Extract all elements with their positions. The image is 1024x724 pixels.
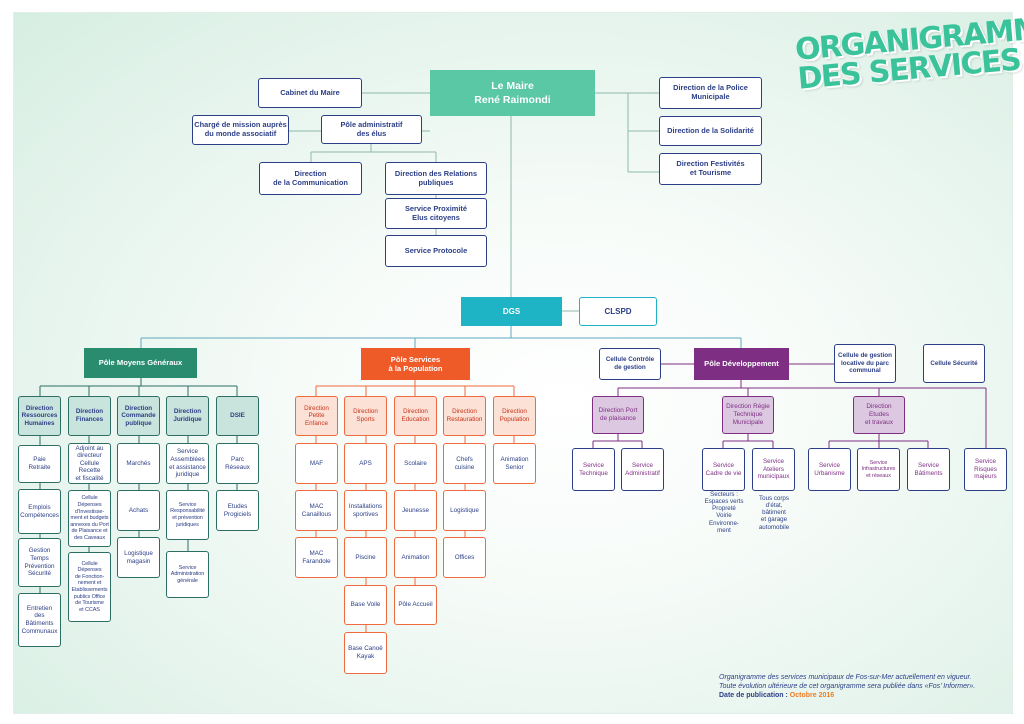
publication-date-label: Date de publication : bbox=[719, 692, 790, 700]
dir-petite-enfance: Direction Petite Enfance bbox=[295, 396, 338, 436]
service-pole-accueil: Pôle Accueil bbox=[394, 585, 437, 625]
dir-regie-technique: Direction Régie Technique Municipale bbox=[722, 396, 774, 434]
service-marches: Marchés bbox=[117, 443, 160, 484]
cellule-depenses-fonctionnement: Cellule Dépenses de Fonction- nement et … bbox=[68, 552, 111, 622]
cellule-controle-gestion: Cellule Contrôle de gestion bbox=[599, 348, 661, 380]
cabinet-box: Cabinet du Maire bbox=[258, 78, 362, 108]
dir-etudes-travaux: Direction Etudes et travaux bbox=[853, 396, 905, 434]
cellule-gestion-locative: Cellule de gestion locative du parc comm… bbox=[834, 344, 896, 383]
charge-mission-box: Chargé de mission auprès du monde associ… bbox=[192, 115, 289, 145]
dir-finances: Direction Finances bbox=[68, 396, 111, 436]
service-paie-retraite: Paie Retraite bbox=[18, 445, 61, 483]
service-administratif-port: Service Administratif bbox=[621, 448, 664, 491]
service-assemblees: Service Assemblées et assistance juridiq… bbox=[166, 443, 209, 484]
service-technique-port: Service Technique bbox=[572, 448, 615, 491]
service-batiments: Service Bâtiments bbox=[907, 448, 950, 491]
note-ateliers: Tous corps d’état, bâtiment et garage au… bbox=[758, 495, 790, 531]
dir-education: Direction Education bbox=[394, 396, 437, 436]
dir-sports: Direction Sports bbox=[344, 396, 387, 436]
service-achats: Achats bbox=[117, 490, 160, 531]
service-infrastructures: Service Infrastructures et réseaux bbox=[857, 448, 900, 491]
dir-communication-box: Direction de la Communication bbox=[259, 162, 362, 195]
dir-port-plaisance: Direction Port de plaisance bbox=[592, 396, 644, 434]
service-mac-canaillous: MAC Canaillous bbox=[295, 490, 338, 531]
clspd-box: CLSPD bbox=[579, 297, 657, 326]
service-chefs-cuisine: Chefs cuisine bbox=[443, 443, 486, 484]
service-entretien-batiments: Entretien des Bâtiments Communaux bbox=[18, 593, 61, 647]
service-logistique-magasin: Logistique magasin bbox=[117, 537, 160, 578]
service-maf: MAF bbox=[295, 443, 338, 484]
dir-dsie: DSIE bbox=[216, 396, 259, 436]
dir-juridique: Direction Juridique bbox=[166, 396, 209, 436]
service-installations-sportives: Installations sportives bbox=[344, 490, 387, 531]
service-administration-generale: Service Administration générale bbox=[166, 551, 209, 598]
service-gestion-temps: Gestion Temps Prévention Sécurité bbox=[18, 538, 61, 587]
service-cadre-de-vie: Service Cadre de vie bbox=[702, 448, 745, 491]
service-jeunesse: Jeunesse bbox=[394, 490, 437, 531]
service-etudes-progiciels: Etudes Progiciels bbox=[216, 490, 259, 531]
footer-note: Organigramme des services municipaux de … bbox=[719, 673, 1011, 700]
dir-restauration: Direction Restauration bbox=[443, 396, 486, 436]
pole-developpement: Pôle Développement bbox=[694, 348, 789, 380]
dgs-box: DGS bbox=[461, 297, 562, 326]
cellule-depenses-investissement: Cellule Dépenses d’Investisse- ment et b… bbox=[68, 490, 111, 547]
dir-festivites-box: Direction Festivités et Tourisme bbox=[659, 153, 762, 185]
service-urbanisme: Service Urbanisme bbox=[808, 448, 851, 491]
publication-date-row: Date de publication : Octobre 2016 bbox=[719, 691, 1011, 700]
publication-date-value: Octobre 2016 bbox=[789, 692, 835, 700]
service-aps: APS bbox=[344, 443, 387, 484]
service-mac-farandole: MAC Farandole bbox=[295, 537, 338, 578]
cellule-recette-fiscalite: Adjoint au directeur Cellule Recette et … bbox=[68, 443, 111, 484]
service-proximite-box: Service Proximité Elus citoyens bbox=[385, 198, 487, 229]
service-risques-majeurs: Service Risques majeurs bbox=[964, 448, 1007, 491]
service-animation: Animation bbox=[394, 537, 437, 578]
service-responsabilite: Service Responsabilité et prévention jur… bbox=[166, 490, 209, 540]
service-ateliers-municipaux: Service Ateliers municipaux bbox=[752, 448, 795, 491]
service-animation-senior: Animation Senior bbox=[493, 443, 536, 484]
dir-commande-publique: Direction Commande publique bbox=[117, 396, 160, 436]
service-logistique: Logistique bbox=[443, 490, 486, 531]
service-base-voile: Base Voile bbox=[344, 585, 387, 625]
service-emplois-competences: Emplois Compétences bbox=[18, 489, 61, 534]
pole-admin-box: Pôle administratif des élus bbox=[321, 115, 422, 144]
pole-services-population: Pôle Services à la Population bbox=[361, 348, 470, 380]
service-protocole-box: Service Protocole bbox=[385, 235, 487, 267]
dir-relations-box: Direction des Relations publiques bbox=[385, 162, 487, 195]
cellule-securite: Cellule Sécurité bbox=[923, 344, 985, 383]
service-piscine: Piscine bbox=[344, 537, 387, 578]
service-offices: Offices bbox=[443, 537, 486, 578]
pole-moyens-generaux: Pôle Moyens Généraux bbox=[84, 348, 197, 378]
service-base-canoe: Base Canoë Kayak bbox=[344, 632, 387, 674]
dir-solidarite-box: Direction de la Solidarité bbox=[659, 116, 762, 146]
footer-line-2: Toute évolution ultérieure de cet organi… bbox=[719, 683, 976, 691]
dir-police-box: Direction de la Police Municipale bbox=[659, 77, 762, 109]
footer-line-1: Organigramme des services municipaux de … bbox=[719, 674, 972, 681]
note-cadre-de-vie: Secteurs : Espaces verts Propreté Voirie… bbox=[704, 491, 744, 534]
dir-population: Direction Population bbox=[493, 396, 536, 436]
mayor-box: Le Maire René Raimondi bbox=[430, 70, 595, 116]
service-scolaire: Scolaire bbox=[394, 443, 437, 484]
service-parc-reseaux: Parc Réseaux bbox=[216, 443, 259, 484]
dir-ressources-humaines: Direction Ressources Humaines bbox=[18, 396, 61, 436]
